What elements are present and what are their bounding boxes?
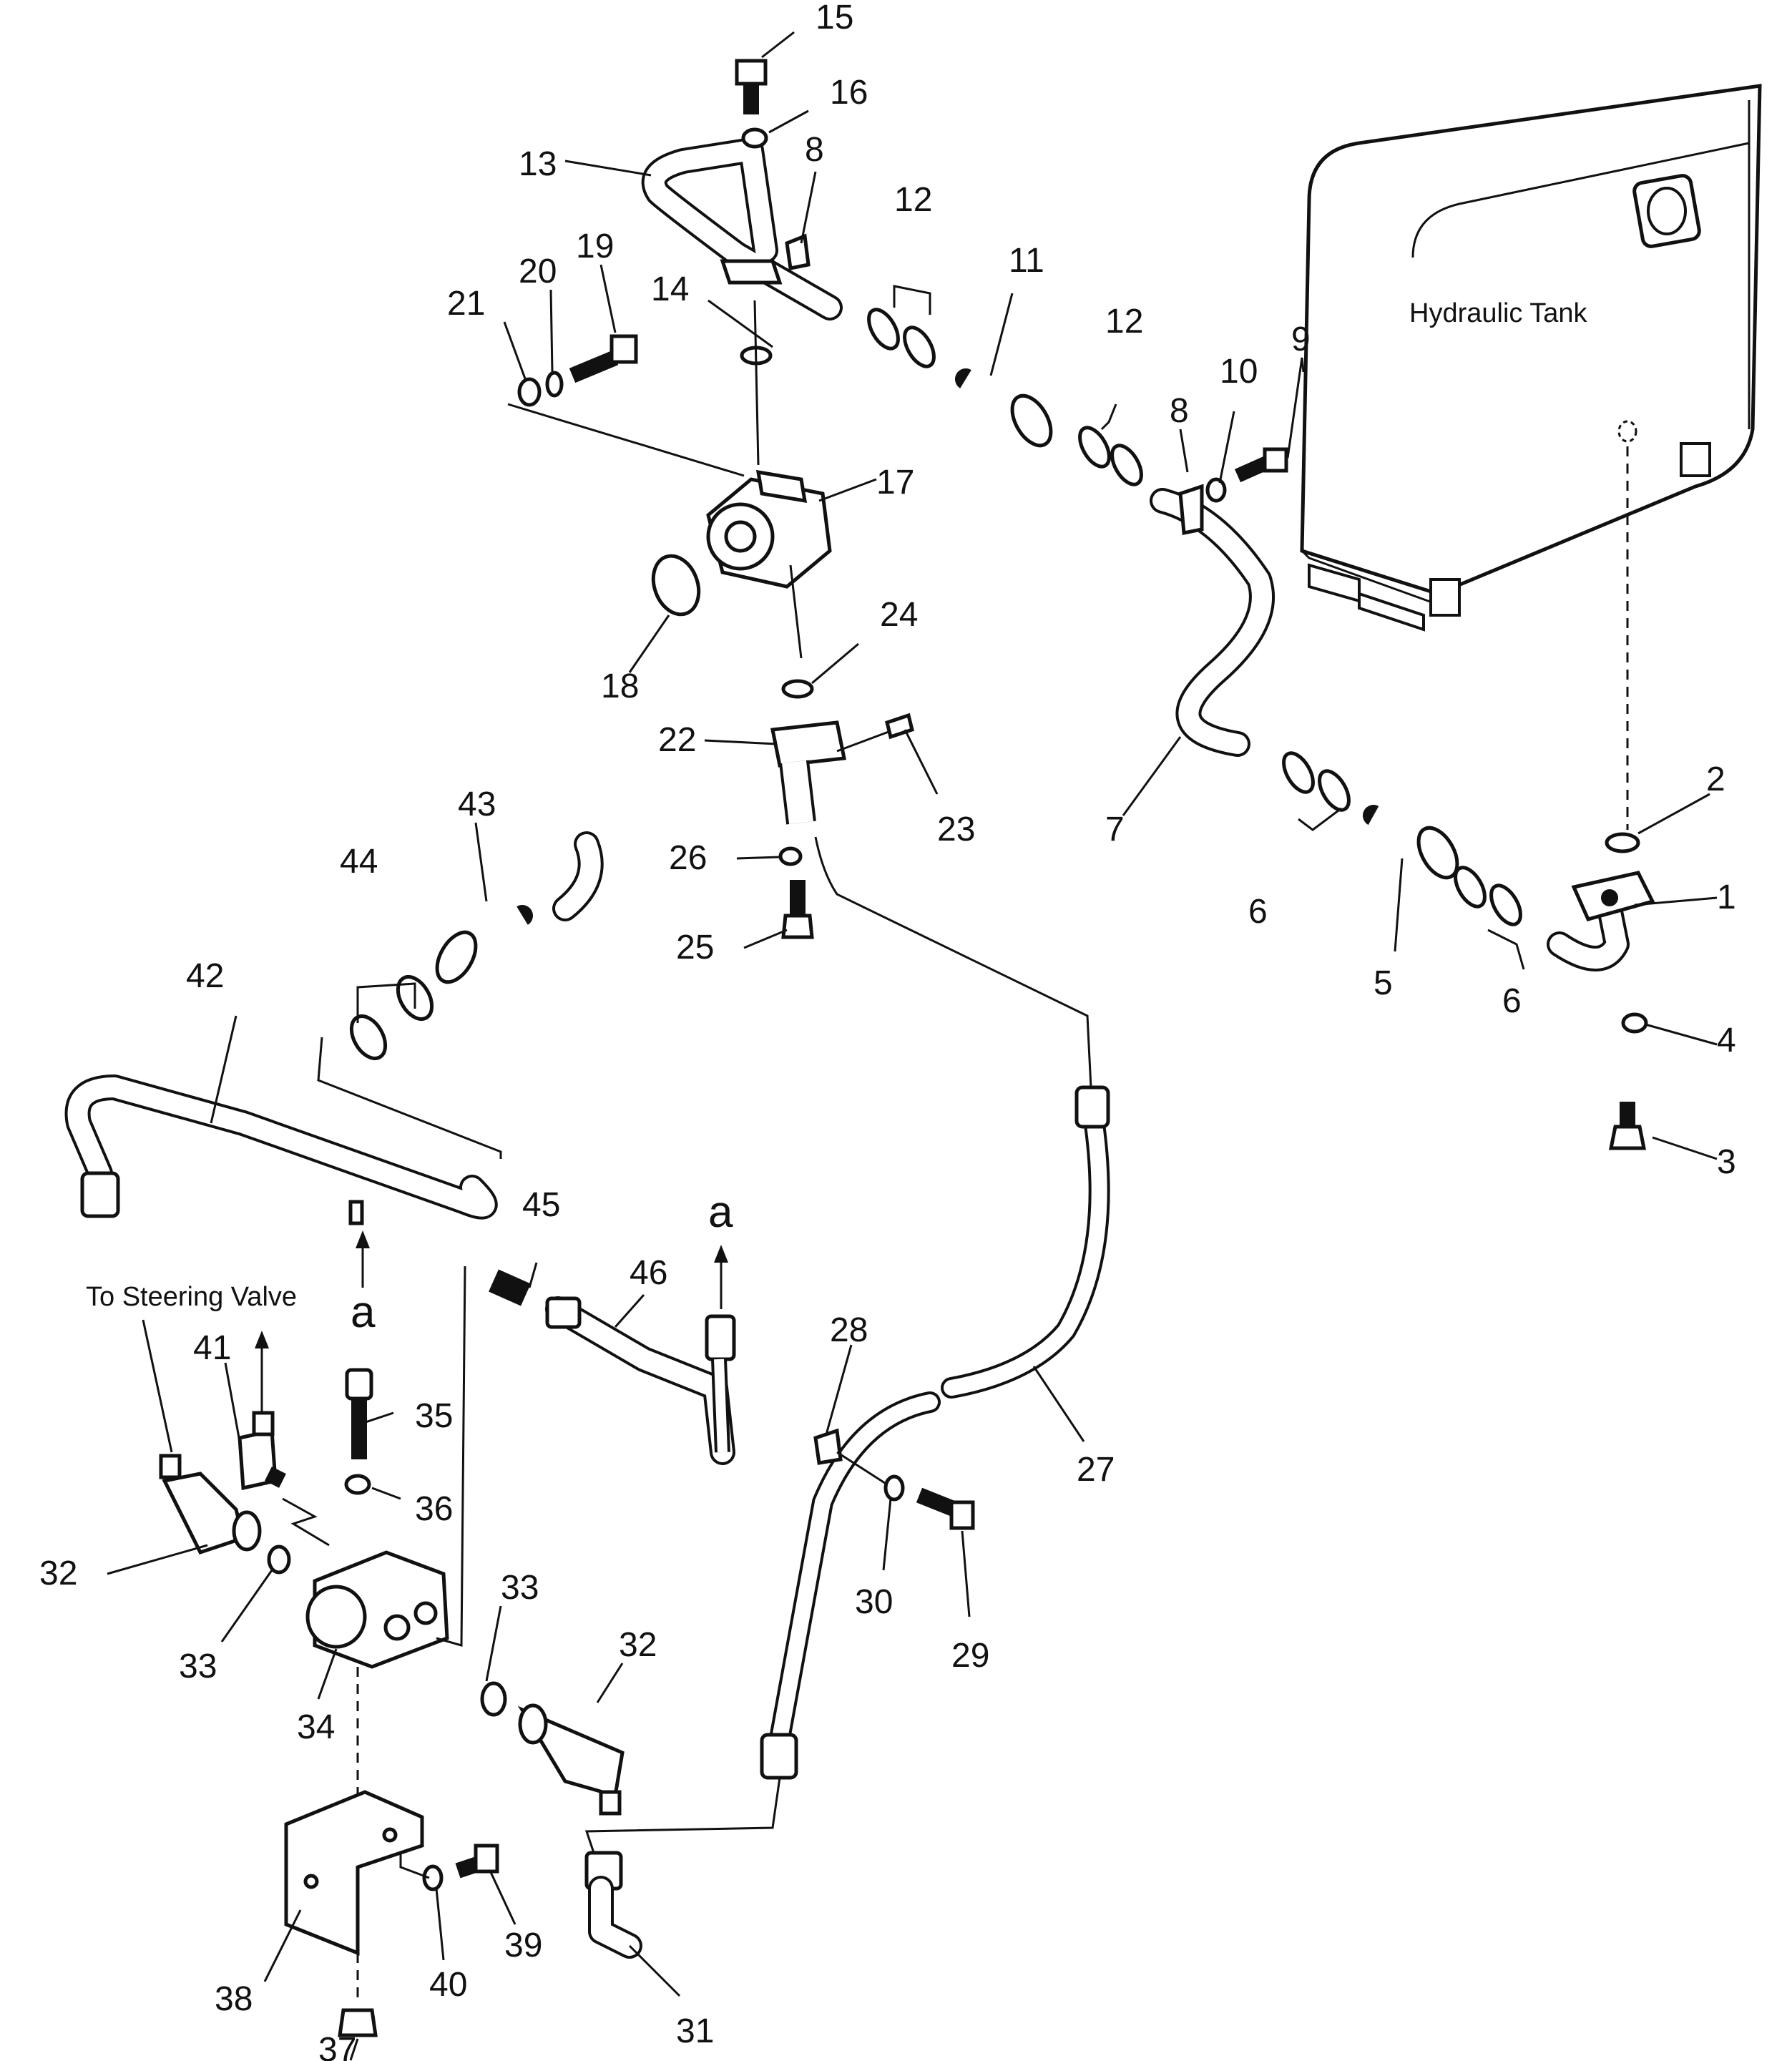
reference-a-top: a [708,1188,733,1237]
callout-2: 2 [1706,760,1725,798]
callout-35: 35 [415,1397,453,1435]
part-callouts: 1 2 3 4 5 6 6 7 8 8 9 10 11 12 12 13 14 … [39,0,1736,2061]
callout-28: 28 [830,1311,868,1349]
callout-34: 34 [297,1708,335,1746]
callout-16: 16 [830,74,868,112]
callout-15: 15 [816,0,853,36]
hydraulic-tank-label: Hydraulic Tank [1409,298,1588,328]
callout-42: 42 [186,957,224,995]
callout-17: 17 [876,464,914,501]
callout-27: 27 [1077,1451,1115,1489]
callout-38: 38 [215,1980,253,2018]
callout-24: 24 [880,596,918,634]
hydraulic-tank: Hydraulic Tank [1300,84,1762,830]
callout-36: 36 [415,1490,453,1528]
callout-32-left: 32 [39,1555,77,1592]
callout-40: 40 [429,1966,467,2004]
callout-21: 21 [447,285,485,323]
leader-lines [107,31,1718,2061]
hydraulic-pump [507,334,1092,1088]
callout-31: 31 [676,2012,714,2050]
callout-32-right: 32 [619,1626,657,1664]
valve-assembly [159,1266,625,2037]
callout-19: 19 [576,227,614,265]
callout-46: 46 [630,1254,667,1292]
callout-18: 18 [601,667,639,705]
callout-29: 29 [951,1637,989,1675]
callout-12-lower: 12 [1105,303,1143,341]
callout-43: 43 [458,785,496,823]
callout-33-right: 33 [501,1569,539,1607]
callout-10: 10 [1220,353,1258,391]
callout-20: 20 [519,253,557,290]
callout-11: 11 [1009,242,1044,280]
callout-3: 3 [1717,1143,1736,1181]
suction-line [641,59,1655,1150]
callout-37: 37 [318,2031,356,2061]
to-steering-valve-label: To Steering Valve [86,1282,297,1312]
reference-a-bottom: a [351,1288,376,1337]
callout-41: 41 [193,1329,231,1367]
callout-8-upper: 8 [805,131,824,169]
o-ring-icon [1605,832,1640,853]
callout-23: 23 [937,811,975,848]
callout-22: 22 [658,721,696,759]
callout-4: 4 [1717,1022,1736,1059]
callout-5: 5 [1374,964,1393,1002]
callout-30: 30 [855,1583,893,1621]
callout-44: 44 [340,843,378,881]
callout-13: 13 [519,145,557,183]
callout-39: 39 [504,1927,542,1964]
callout-45: 45 [522,1186,560,1224]
callout-14: 14 [651,270,689,308]
callout-9: 9 [1291,320,1311,358]
callout-33-left: 33 [179,1648,217,1685]
callout-12-upper: 12 [894,181,932,219]
delivery-hose [584,1085,1110,1959]
callout-6-right: 6 [1502,982,1522,1020]
callout-1: 1 [1717,878,1736,916]
callout-25: 25 [676,929,714,966]
callout-6-left: 6 [1248,893,1268,931]
callout-26: 26 [669,839,707,877]
callout-8-lower: 8 [1170,392,1189,430]
return-line [64,831,736,1465]
callout-7: 7 [1105,811,1125,848]
